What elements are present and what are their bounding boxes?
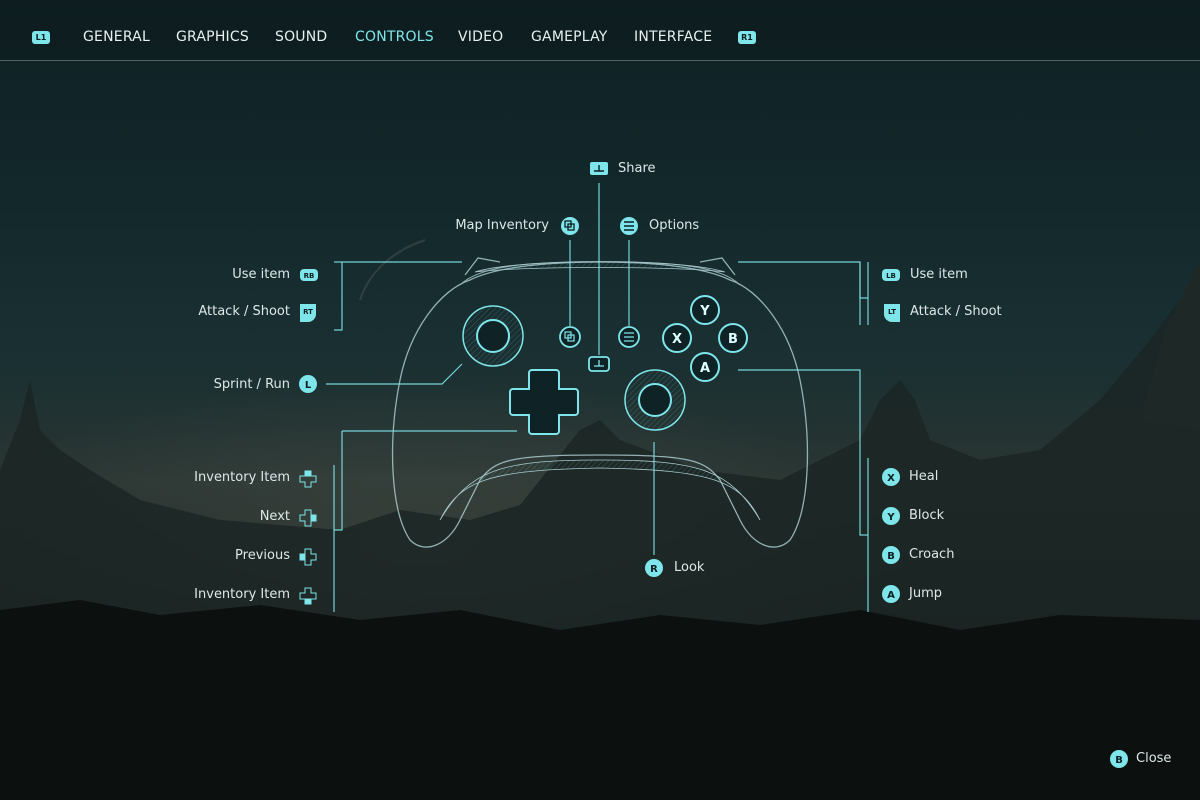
right-stick-icon <box>624 369 686 431</box>
tab-interface[interactable]: INTERFACE <box>634 29 713 45</box>
svg-text:R: R <box>650 564 658 575</box>
tab-video[interactable]: VIDEO <box>458 29 504 45</box>
share-glyph-icon <box>590 162 608 175</box>
menu-glyph-icon <box>620 217 638 235</box>
binding-map-inventory[interactable]: Map Inventory <box>455 218 549 233</box>
rb-glyph-icon: RB <box>300 269 318 281</box>
l-stick-glyph-icon: L <box>299 375 317 393</box>
binding-block[interactable]: Block <box>909 508 945 523</box>
binding-croach[interactable]: Croach <box>909 547 955 562</box>
dpad-right-glyph-icon <box>299 509 317 527</box>
close-b-glyph-icon[interactable]: B <box>1110 750 1128 768</box>
binding-heal[interactable]: Heal <box>909 469 939 484</box>
r-stick-glyph-icon: R <box>645 559 663 577</box>
svg-text:B: B <box>1115 755 1123 766</box>
binding-use-item-lb[interactable]: Use item <box>910 267 968 282</box>
settings-tab-bar: L1 GENERAL GRAPHICS SOUND CONTROLS VIDEO… <box>0 0 1200 61</box>
binding-use-item-rb[interactable]: Use item <box>232 267 290 282</box>
binding-jump[interactable]: Jump <box>909 586 942 601</box>
binding-next[interactable]: Next <box>259 509 290 524</box>
binding-look[interactable]: Look <box>674 560 705 575</box>
svg-text:RT: RT <box>303 308 313 316</box>
binding-inventory-item-up[interactable]: Inventory Item <box>194 470 290 485</box>
binding-options[interactable]: Options <box>649 218 700 233</box>
binding-attack-rt[interactable]: Attack / Shoot <box>198 304 290 319</box>
svg-text:L: L <box>305 380 312 391</box>
svg-text:B: B <box>728 332 738 347</box>
a-glyph-icon: A <box>882 585 900 603</box>
svg-text:LT: LT <box>888 308 896 316</box>
tab-sound[interactable]: SOUND <box>275 29 328 45</box>
controller-body <box>391 257 809 548</box>
tab-graphics[interactable]: GRAPHICS <box>176 29 249 45</box>
binding-inventory-item-down[interactable]: Inventory Item <box>194 587 290 602</box>
b-glyph-icon: B <box>882 546 900 564</box>
svg-text:A: A <box>887 590 895 601</box>
lb-glyph-icon: LB <box>882 269 900 281</box>
svg-text:A: A <box>700 361 710 376</box>
face-button-a: A <box>690 352 720 382</box>
tab-gameplay[interactable]: GAMEPLAY <box>531 29 608 45</box>
svg-text:Y: Y <box>886 512 895 523</box>
svg-text:Y: Y <box>699 304 710 319</box>
svg-text:LB: LB <box>886 272 896 280</box>
face-button-x: X <box>662 323 692 353</box>
callout-lines <box>326 183 869 612</box>
binding-attack-lt[interactable]: Attack / Shoot <box>910 304 1002 319</box>
binding-previous[interactable]: Previous <box>235 548 290 563</box>
dpad-icon <box>509 369 579 435</box>
binding-sprint[interactable]: Sprint / Run <box>213 377 290 392</box>
svg-text:RB: RB <box>304 272 315 280</box>
left-stick-icon <box>462 305 524 367</box>
view-button-icon <box>559 326 581 348</box>
lt-glyph-icon: LT <box>884 304 900 322</box>
l1-bumper-icon[interactable]: L1 <box>32 31 50 44</box>
dpad-down-glyph-icon <box>299 587 317 605</box>
y-glyph-icon: Y <box>882 507 900 525</box>
tab-general[interactable]: GENERAL <box>83 29 150 45</box>
dpad-left-glyph-icon <box>299 548 317 566</box>
svg-text:X: X <box>672 332 682 347</box>
dpad-up-glyph-icon <box>299 470 317 488</box>
r1-bumper-icon[interactable]: R1 <box>738 31 756 44</box>
tab-controls[interactable]: CONTROLS <box>355 29 434 45</box>
svg-text:X: X <box>887 473 895 484</box>
x-glyph-icon: X <box>882 468 900 486</box>
face-button-y: Y <box>690 295 720 325</box>
face-button-b: B <box>718 323 748 353</box>
svg-text:B: B <box>887 551 895 562</box>
binding-share[interactable]: Share <box>618 161 656 176</box>
view-glyph-icon <box>561 217 579 235</box>
rt-glyph-icon: RT <box>300 304 316 322</box>
close-button-label[interactable]: Close <box>1136 751 1172 766</box>
